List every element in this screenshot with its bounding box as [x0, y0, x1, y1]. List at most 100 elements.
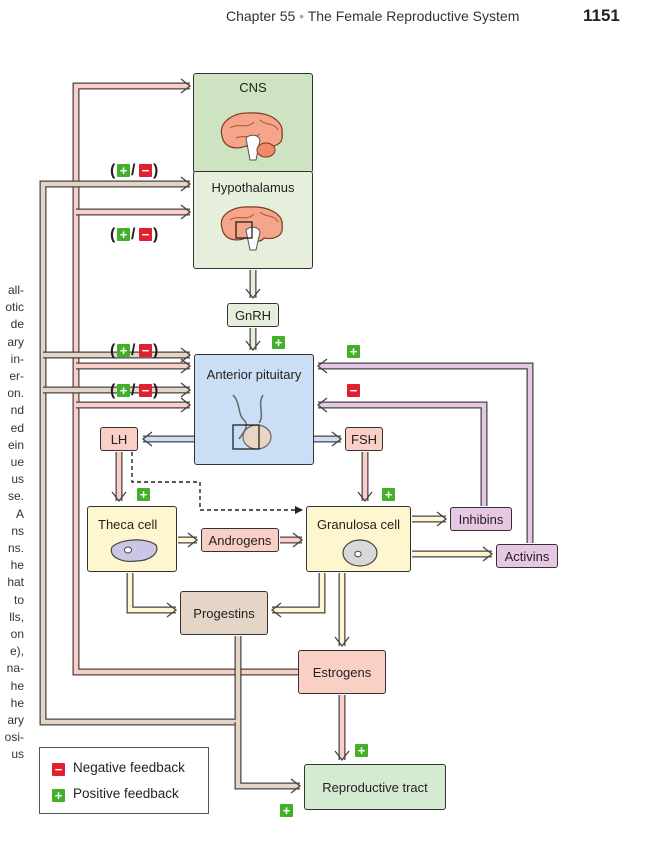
margin-text-fragment: er- — [9, 369, 24, 383]
margin-text-fragment: se. — [7, 489, 24, 504]
paren-close: ) — [153, 382, 159, 399]
androgens-label: Androgens — [208, 532, 272, 548]
gnrh-label: GnRH — [234, 307, 272, 323]
theca-to-androgens-arrow-arrowhead — [187, 532, 199, 548]
margin-text-fragment: hat — [7, 575, 24, 590]
progestin-to-tract-arrow-outline — [234, 722, 300, 790]
margin-text-fragment: ary — [7, 334, 24, 349]
minus-icon: − — [139, 384, 152, 397]
inhibins-to-pituitary-arrow-outline — [318, 401, 488, 506]
paren-open: ( — [110, 162, 116, 179]
paren-open: ( — [110, 342, 116, 359]
plus-icon: + — [117, 228, 130, 241]
theca-cell-icon — [110, 539, 158, 562]
legend-positive: +Positive feedback — [52, 786, 179, 802]
chapter-label: Chapter 55 — [226, 8, 296, 24]
margin-text-fragment: ns — [11, 523, 24, 538]
plus-icon: + — [382, 488, 395, 501]
margin-text-fragment: nd — [10, 403, 24, 418]
fsh-label: FSH — [351, 431, 377, 447]
plus-icon: + — [137, 488, 150, 501]
activins-to-pituitary-arrow — [318, 363, 533, 543]
minus-icon: − — [139, 344, 152, 357]
slash: / — [131, 382, 136, 399]
margin-text-fragment: he — [10, 558, 24, 573]
paren-close: ) — [153, 342, 159, 359]
brain-icon — [220, 112, 283, 161]
margin-text-fragment: ue — [10, 455, 24, 469]
margin-text-fragment: ein — [7, 437, 24, 452]
lh-to-granulosa-dashed-arrow — [131, 452, 303, 514]
margin-text-fragment: lls, — [9, 609, 24, 624]
estrogen-to-pituitary-arrow-2-arrowhead — [180, 397, 192, 413]
lh-box: LH — [100, 427, 138, 451]
progestin-to-hypothalamus-arrow — [40, 181, 241, 725]
hypothalamus-box: Hypothalamus — [193, 171, 313, 269]
hypothalamus-label: Hypothalamus — [211, 180, 295, 195]
margin-text-fragment: all- — [7, 283, 24, 297]
page-number: 1151 — [583, 6, 620, 25]
progestin-to-pituitary-arrow-2-arrowhead — [180, 382, 192, 398]
margin-text-fragment: on. — [7, 386, 24, 401]
slash: / — [131, 162, 136, 179]
plus-icon: + — [272, 336, 285, 349]
estrogen-to-cns-arrow-arrowhead — [180, 78, 192, 94]
legend-negative-label: Negative feedback — [73, 760, 185, 775]
plus-icon: + — [117, 344, 130, 357]
estrogen-to-cns-arrow — [73, 83, 300, 675]
cns-box: CNS — [193, 73, 313, 173]
plus-icon: + — [280, 804, 293, 817]
connector-arrows — [39, 78, 534, 794]
progestin-to-tract-arrow — [235, 722, 300, 789]
plus-icon: + — [117, 384, 130, 397]
margin-text-fragment: osi- — [4, 730, 24, 745]
separator-dot: • — [299, 8, 305, 24]
granulosa-to-activins-arrow-arrowhead — [482, 546, 494, 562]
gnrh-to-pituitary-arrow-arrowhead — [245, 340, 261, 352]
margin-text-fragment: ns. — [7, 541, 24, 555]
margin-text-fragment: he — [10, 678, 24, 693]
legend-positive-label: Positive feedback — [73, 786, 179, 801]
activins-label: Activins — [504, 548, 550, 564]
plus-icon: + — [117, 164, 130, 177]
page-header: Chapter 55 • The Female Reproductive Sys… — [0, 6, 648, 30]
estrogens-box: Estrogens — [298, 650, 386, 694]
anterior-pituitary-label: Anterior pituitary — [206, 367, 302, 382]
estrogens-label: Estrogens — [312, 664, 372, 680]
progestins-box: Progestins — [180, 591, 268, 635]
running-head: Chapter 55 • The Female Reproductive Sys… — [226, 8, 519, 24]
theca-cell-label: Theca cell — [98, 517, 158, 532]
margin-text-fragment: A — [15, 506, 24, 521]
pituitary-to-lh-arrow-arrowhead — [141, 431, 153, 447]
granulosa-to-progestins-arrow — [272, 573, 325, 613]
legend-negative: −Negative feedback — [52, 760, 185, 776]
paren-open: ( — [110, 226, 116, 243]
chapter-title: The Female Reproductive System — [307, 8, 520, 24]
gnrh-box: GnRH — [227, 303, 279, 327]
activins-to-pituitary-arrow-arrowhead — [316, 358, 328, 374]
androgens-box: Androgens — [201, 528, 279, 552]
margin-text-fragment: otic — [5, 300, 24, 315]
theca-to-progestins-arrow-arrowhead — [166, 602, 178, 618]
progestin-to-hypothalamus-arrow-arrowhead — [180, 176, 192, 192]
margin-text-fragment: to — [13, 592, 24, 607]
margin-text-fragment: ary — [7, 713, 24, 727]
activins-box: Activins — [496, 544, 558, 568]
minus-icon: − — [52, 763, 65, 776]
granulosa-cell-icon — [342, 539, 378, 567]
progestin-to-tract-arrow-arrowhead — [290, 778, 302, 794]
slash: / — [131, 226, 136, 243]
granulosa-cell-box: Granulosa cell — [306, 506, 411, 572]
estrogens-to-tract-arrow-arrowhead — [334, 750, 350, 762]
margin-text-fragment: na- — [6, 661, 24, 676]
estrogen-to-hypothalamus-arrow-arrowhead — [180, 204, 192, 220]
paren-open: ( — [110, 382, 116, 399]
lh-to-theca-arrow-arrowhead — [111, 491, 127, 503]
granulosa-cell-label: Granulosa cell — [316, 517, 401, 532]
granulosa-to-progestins-arrow-arrowhead — [270, 602, 282, 618]
estrogen-to-pituitary-arrow-arrowhead — [180, 358, 192, 374]
fsh-to-granulosa-arrow-arrowhead — [357, 491, 373, 503]
theca-cell-box: Theca cell — [87, 506, 177, 572]
theca-to-progestins-arrow — [127, 573, 176, 613]
margin-text-fragment: us — [11, 747, 24, 762]
